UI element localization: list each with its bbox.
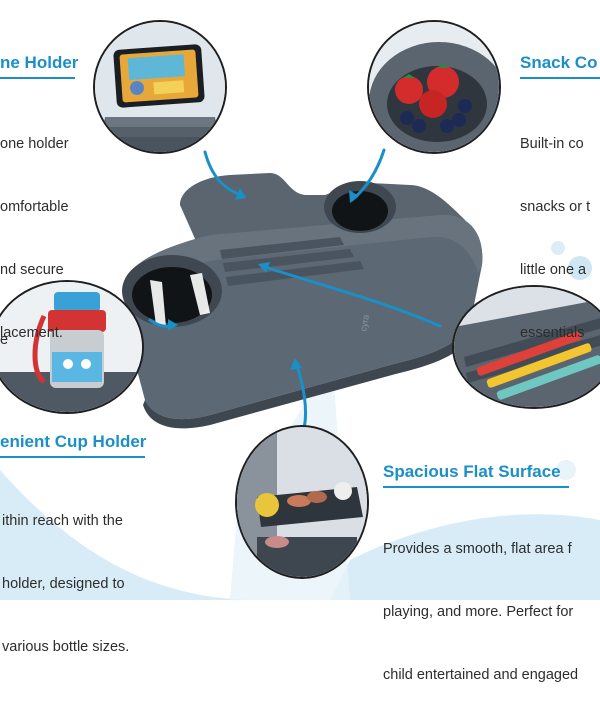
tray-illustration bbox=[122, 173, 483, 429]
title-underline bbox=[520, 77, 600, 79]
crayon-groove-illustration bbox=[452, 285, 600, 409]
partial-text: e bbox=[0, 332, 9, 348]
feature-desc-snack-container: Built-in co snacks or t little one a ess… bbox=[520, 136, 591, 341]
stroller-tray-illustration bbox=[235, 425, 369, 579]
feature-title-snack-container: Snack Co bbox=[520, 53, 598, 72]
feature-desc-flat-surface: Provides a smooth, flat area f playing, … bbox=[383, 541, 579, 683]
feature-desc-phone-holder: one holder omfortable nd secure lacement… bbox=[0, 136, 69, 341]
phone-holder-illustration bbox=[93, 20, 227, 154]
feature-title-flat-surface: Spacious Flat Surface bbox=[383, 462, 561, 481]
feature-title-phone-holder: ne Holder bbox=[0, 53, 79, 72]
feature-desc-cup-holder: ithin reach with the holder, designed to… bbox=[2, 513, 130, 655]
title-underline bbox=[383, 486, 569, 488]
title-underline bbox=[0, 456, 145, 458]
snack-bowl-illustration bbox=[367, 20, 501, 154]
title-underline bbox=[0, 77, 75, 79]
feature-title-cup-holder: enient Cup Holder bbox=[0, 432, 147, 451]
arrows-overlay bbox=[148, 148, 442, 442]
